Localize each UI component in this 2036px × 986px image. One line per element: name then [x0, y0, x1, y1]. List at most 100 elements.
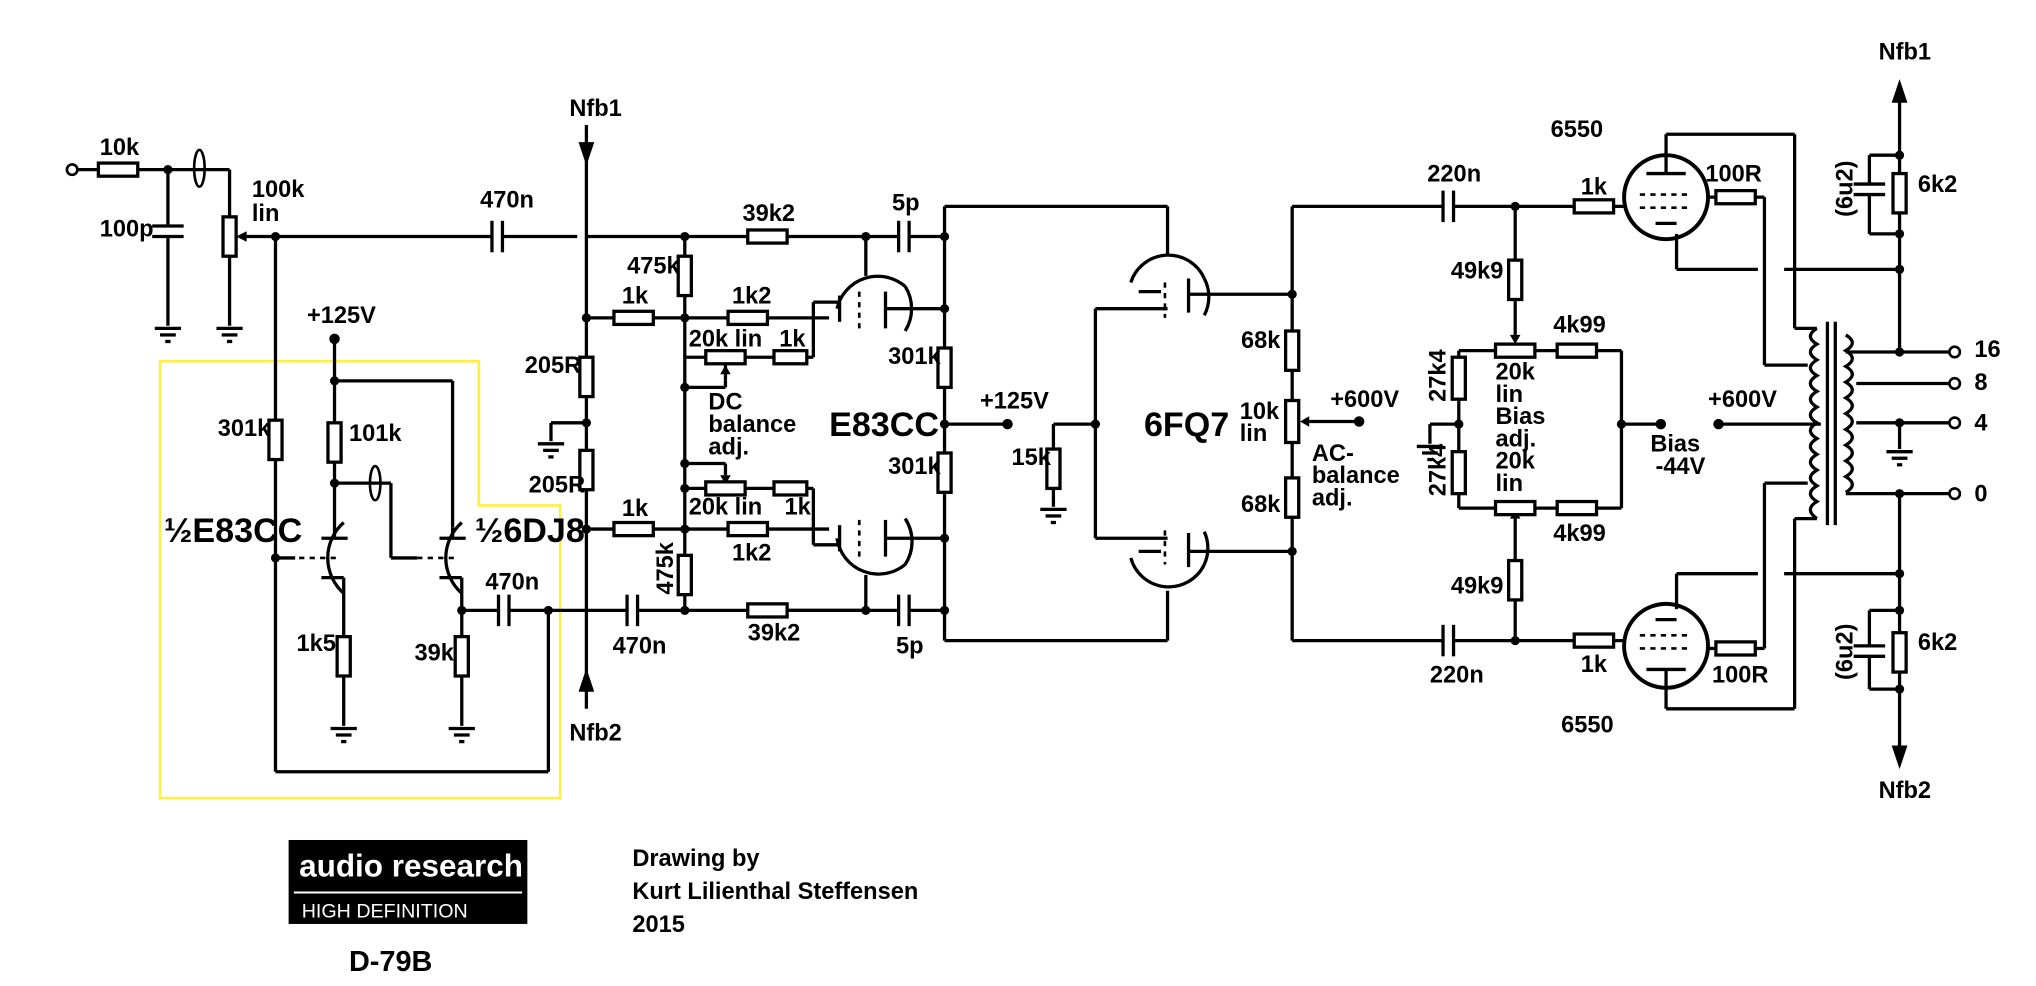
label-r-39k2-top: 39k2 [743, 201, 796, 227]
bias-pot-top [1493, 342, 1537, 359]
label-nfb1-center: Nfb1 [569, 96, 621, 122]
pot-ac-balance [1283, 398, 1301, 445]
label-r-1k-bot-out: 1k [1581, 652, 1608, 678]
label-r-68k-top: 68k [1241, 328, 1281, 354]
label-c-220n-bot: 220n [1430, 663, 1484, 689]
resistor-68k-top [1283, 329, 1301, 372]
drawing-credits: Drawing by Kurt Lilienthal Steffensen 20… [632, 846, 918, 938]
resistor-6k2-bot [1891, 631, 1908, 674]
feedback-node [537, 125, 866, 709]
label-c-5p-bot: 5p [896, 634, 924, 660]
label-bias-v-2: -44V [1656, 454, 1706, 480]
label-r-4k99-bot: 4k99 [1553, 521, 1606, 547]
label-r-101k: 101k [349, 421, 402, 447]
label-c-220n-top: 220n [1427, 161, 1481, 187]
label-r-301k-left: 301k [218, 416, 271, 442]
label-nfb2-center: Nfb2 [569, 720, 621, 746]
label-plus125-mid: +125V [980, 388, 1049, 414]
resistor-475k-top [676, 254, 693, 298]
label-plus600-a: +600V [1330, 387, 1399, 413]
resistor-10k-in [96, 161, 140, 178]
label-r-4k99-top: 4k99 [1553, 312, 1606, 338]
label-r-1k2-bot: 1k2 [732, 541, 771, 567]
credit-line-2: Kurt Lilienthal Steffensen [632, 879, 918, 905]
label-r-6k2-bot: 6k2 [1918, 630, 1957, 656]
credit-line-3: 2015 [632, 912, 685, 938]
component-labels: 10k 100p 100k lin 470n Nfb1 Nfb2 +125V 3… [100, 39, 2001, 804]
resistor-39k2-bot [746, 602, 789, 619]
resistor-49k9-bot [1506, 558, 1524, 602]
label-c-470n-top: 470n [480, 188, 534, 214]
resistor-6k2-top [1891, 171, 1908, 215]
resistor-475k-bot [676, 553, 693, 597]
resistor-27k4-bot [1450, 450, 1467, 496]
label-pot-ac-2: lin [1240, 421, 1268, 447]
label-r-1k5: 1k5 [296, 631, 335, 657]
resistor-27k4-top [1450, 355, 1467, 401]
output-stage [1572, 132, 1900, 711]
label-tube-6550-bot: 6550 [1561, 712, 1614, 738]
input-stage [267, 236, 628, 774]
label-bias-pot-4: lin [1496, 471, 1524, 497]
label-tap-16: 16 [1974, 337, 2000, 363]
pot-dc-bot [704, 480, 747, 497]
label-pot-vol: 100k [252, 177, 305, 203]
resistor-1k-a [612, 309, 655, 327]
resistor-100r-top [1714, 188, 1757, 206]
resistor-1k-top-out [1572, 198, 1616, 215]
logo-tagline: HIGH DEFINITION [302, 900, 468, 922]
label-bias-adj-2: adj. [1496, 426, 1537, 452]
label-c-6u2-top: (6u2) [1832, 160, 1858, 216]
label-nfb2-right: Nfb2 [1879, 778, 1931, 804]
label-pot-dc-top: 20k lin [689, 327, 763, 353]
label-bias-pot-1: 20k [1496, 360, 1536, 386]
volume-pot [221, 215, 238, 258]
label-tap-8: 8 [1974, 370, 1987, 396]
label-r-475k-bot: 475k [653, 541, 679, 594]
resistor-101k [326, 421, 343, 464]
label-r-1k-d: 1k [784, 495, 811, 521]
resistor-4k99-top [1555, 342, 1599, 359]
credit-line-1: Drawing by [632, 846, 759, 872]
resistor-205r-top [578, 355, 595, 399]
label-r-39k2-bot: 39k2 [748, 621, 801, 647]
input-terminal [65, 163, 79, 177]
label-dc-bal-1: DC [708, 390, 742, 416]
resistor-1k2-top [726, 309, 770, 327]
label-r-27k4-top: 27k4 [1426, 349, 1452, 402]
resistor-1k2-bot [726, 520, 770, 538]
label-r-100r-bot: 100R [1712, 663, 1768, 689]
label-r-27k4-bot: 27k4 [1426, 444, 1452, 497]
label-ac-bal-2: balance [1312, 463, 1400, 489]
label-r-205r-bot: 205R [529, 472, 585, 498]
label-r-39k: 39k [415, 640, 455, 666]
label-ac-bal-1: AC- [1312, 441, 1354, 467]
label-r-1k-top-out: 1k [1581, 175, 1608, 201]
resistor-39k [453, 635, 470, 678]
input-stage-highlight [158, 359, 562, 800]
label-r-100r-top: 100R [1705, 161, 1761, 187]
label-r-205r-top: 205R [525, 353, 581, 379]
label-plus125-left: +125V [307, 303, 376, 329]
label-bias-pot-3: 20k [1496, 449, 1536, 475]
label-c-470n-mid: 470n [485, 569, 539, 595]
label-pot-vol2: lin [252, 201, 280, 227]
logo-brand: audio research [299, 849, 523, 884]
label-r-1k-b: 1k [622, 496, 649, 522]
label-r-475k-top: 475k [627, 253, 680, 279]
output-transformer [1713, 321, 1962, 526]
label-c-5p-top: 5p [892, 190, 920, 216]
resistor-4k99-bot [1555, 499, 1599, 517]
resistor-100r-bot [1714, 640, 1757, 657]
resistor-205r-bot [578, 448, 595, 492]
label-tap-0: 0 [1974, 482, 1987, 508]
label-bias-pot-2: lin [1496, 382, 1524, 408]
label-pot-ac-1: 10k [1240, 399, 1280, 425]
resistor-1k5 [335, 635, 352, 678]
resistor-1k-b [612, 520, 655, 538]
label-dc-bal-2: balance [708, 412, 796, 438]
label-c-in: 100p [100, 217, 154, 243]
label-r-301k-a: 301k [888, 344, 941, 370]
6fq7-stage [1040, 204, 1444, 643]
